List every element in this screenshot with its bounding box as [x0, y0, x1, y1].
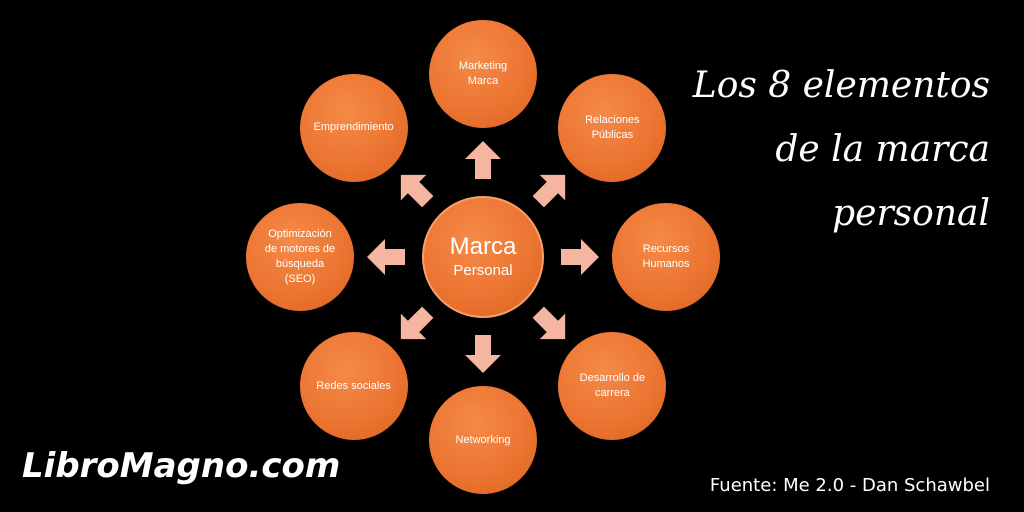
- arrow-icon: [400, 306, 434, 340]
- element-label: Marketing Marca: [458, 60, 508, 87]
- element-networking: Networking: [429, 386, 537, 494]
- element-label: Redes sociales: [316, 379, 391, 392]
- element-recursos-humanos: Recursos Humanos: [612, 203, 720, 311]
- element-label: Emprendimiento: [313, 121, 394, 134]
- center-title: Marca: [449, 233, 517, 260]
- brand-logo-text: LibroMagno.com: [22, 446, 341, 486]
- element-label: Networking: [455, 433, 511, 446]
- arrow-icon: [367, 239, 405, 275]
- element-seo: Optimización de motores de búsqueda (SEO…: [246, 203, 354, 311]
- arrow-icon: [400, 174, 434, 208]
- arrow-icon: [532, 174, 566, 208]
- center-subtitle: Personal: [453, 262, 513, 279]
- element-desarrollo-carrera: Desarrollo de carrera: [558, 332, 667, 441]
- headline: Los 8 elementos de la marca personal: [692, 65, 990, 234]
- arrow-icon: [532, 306, 566, 340]
- element-marketing-marca: Marketing Marca: [429, 20, 537, 128]
- element-label: Desarrollo de carrera: [579, 372, 646, 400]
- center-node: Marca Personal: [422, 196, 544, 318]
- source-credit: Fuente: Me 2.0 - Dan Schawbel: [709, 475, 990, 496]
- arrow-icon: [561, 239, 599, 275]
- element-emprendimiento: Emprendimiento: [299, 73, 408, 182]
- arrow-icon: [465, 335, 501, 373]
- element-label: Relaciones Públicas: [585, 113, 640, 141]
- element-label: Recursos Humanos: [642, 243, 690, 270]
- element-label: Optimización de motores de búsqueda (SEO…: [264, 228, 336, 285]
- element-redes-sociales: Redes sociales: [299, 332, 408, 441]
- arrow-icon: [465, 141, 501, 179]
- element-relaciones-publicas: Relaciones Públicas: [558, 73, 667, 182]
